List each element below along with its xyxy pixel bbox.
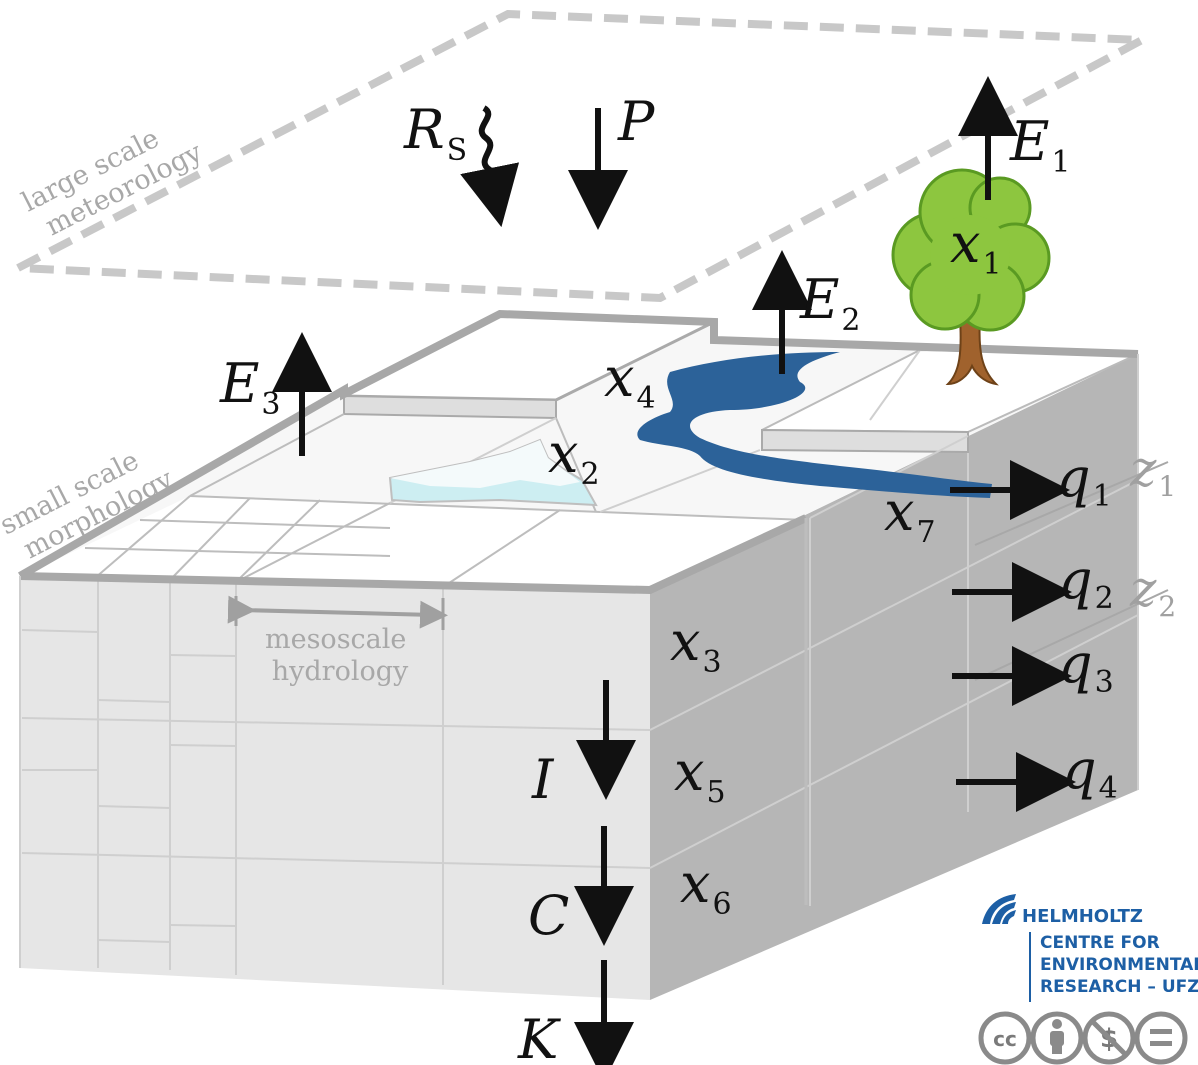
logo-name: HELMHOLTZ [1022,906,1143,927]
mesoscale-dimension-arrow [227,595,448,629]
cc-license[interactable]: cc $ [978,1011,1188,1065]
logo-text: CENTRE FOR ENVIRONMENTAL RESEARCH – UFZ [1040,933,1198,997]
non-commercial-icon: $ [1082,1011,1136,1065]
label-I: I [531,748,555,811]
label-q2: q2 [1058,548,1114,616]
top-front-ledge [22,496,806,590]
helmholtz-logo-icon [982,894,1016,924]
side-layer-line [649,479,1139,731]
cc-badge-text: cc [993,1027,1017,1051]
meteorology-plane [2,9,1157,303]
radiation-arrow [460,105,520,228]
front-layer-line [21,852,651,869]
label-E2: E2 [799,268,861,338]
depth-line-z1 [974,461,1169,546]
label-x3: x3 [670,610,722,680]
label-P: P [617,90,656,153]
label-x4: x4 [604,346,656,416]
label-x7: x7 [884,480,936,550]
label-q1: q1 [1056,446,1112,514]
label-z1: z1 [1129,440,1176,503]
meteorology-label: large scale meteorology [17,108,208,247]
tree [891,168,1051,386]
top-outline [18,309,1139,580]
label-E3: E3 [219,352,281,422]
label-z2: z2 [1129,560,1176,623]
morphology-grid [84,413,807,588]
label-x2: x2 [548,422,600,492]
front-layer-line [21,717,651,731]
label-C: C [528,884,569,947]
hydrology-label: mesoscale hydrology [265,624,415,687]
label-E1: E1 [1009,110,1071,180]
label-q4: q4 [1062,738,1118,806]
label-x1: x1 [950,212,1002,282]
no-derivatives-icon [1134,1011,1188,1065]
by-person-icon [1030,1011,1084,1065]
river [637,352,992,498]
block-front-face [20,576,650,1000]
label-Rs: RS [403,98,467,168]
ufz-logo: HELMHOLTZ CENTRE FOR ENVIRONMENTAL RESEA… [982,894,1198,1002]
tree-trunk [945,317,999,386]
depth-line-z2 [974,589,1169,681]
cc-icon [978,1011,1032,1065]
label-x5: x5 [674,740,726,810]
label-K: K [517,1008,561,1065]
label-x6: x6 [680,852,732,922]
label-q3: q3 [1058,632,1114,700]
